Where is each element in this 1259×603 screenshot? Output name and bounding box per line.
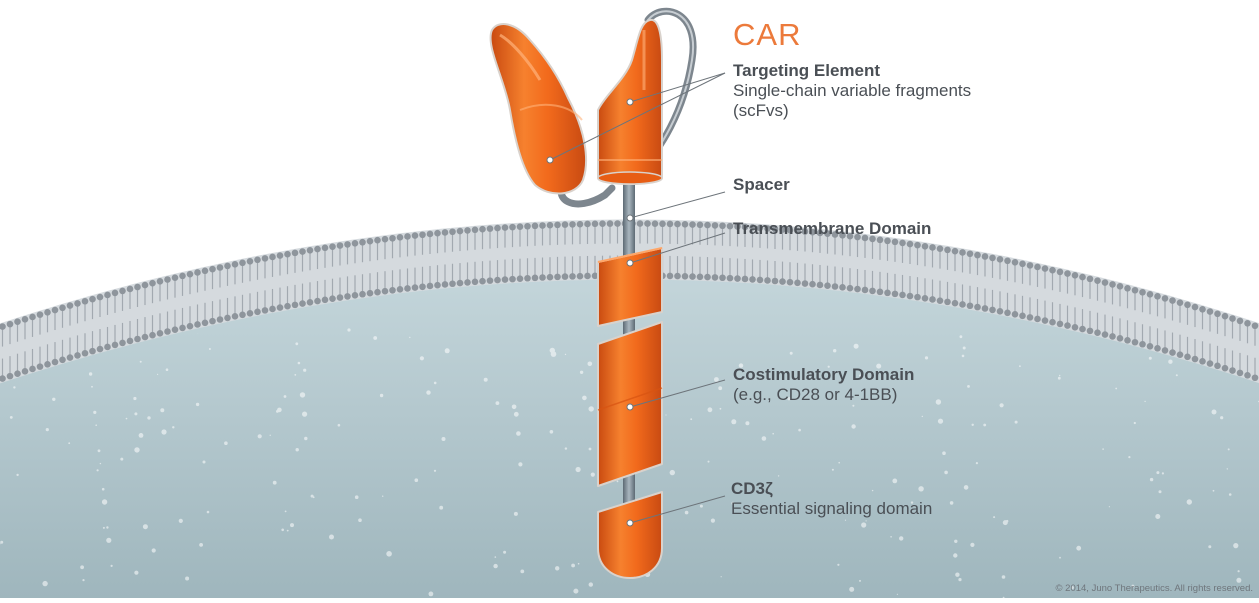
- label-transmembrane: Transmembrane Domain: [733, 219, 931, 239]
- copyright-notice: © 2014, Juno Therapeutics. All rights re…: [1055, 583, 1253, 594]
- leader-costimulatory: [629, 379, 726, 408]
- cd3-zeta-segment: [597, 491, 663, 579]
- label-targeting-element: Targeting Element Single-chain variable …: [733, 61, 971, 121]
- label-targeting-line2: (scFvs): [733, 101, 789, 120]
- label-cd3-title: CD3ζ: [731, 479, 773, 498]
- label-targeting-line1: Single-chain variable fragments: [733, 81, 972, 100]
- label-spacer-title: Spacer: [733, 175, 790, 194]
- label-costimulatory-line1: (e.g., CD28 or 4-1BB): [733, 385, 898, 404]
- cell-membrane: [0, 219, 1259, 384]
- label-spacer: Spacer: [733, 175, 790, 195]
- label-costimulatory: Costimulatory Domain (e.g., CD28 or 4-1B…: [733, 365, 914, 405]
- scfv-left: [489, 23, 588, 195]
- leader-scfv-right: [629, 72, 726, 103]
- label-cd3-line1: Essential signaling domain: [731, 499, 933, 518]
- transmembrane-segment: [597, 247, 663, 327]
- leader-scfv-left: [549, 72, 726, 161]
- leader-spacer: [629, 191, 726, 219]
- label-transmembrane-title: Transmembrane Domain: [733, 219, 932, 238]
- leader-dots: [546, 98, 634, 527]
- car-title: CAR: [733, 17, 802, 52]
- label-targeting-title: Targeting Element: [733, 61, 881, 80]
- label-cd3-zeta: CD3ζ Essential signaling domain: [731, 479, 932, 519]
- leader-transmembrane: [629, 232, 726, 264]
- label-costimulatory-title: Costimulatory Domain: [733, 365, 915, 384]
- leader-lines: [549, 72, 726, 524]
- leader-cd3: [629, 495, 726, 524]
